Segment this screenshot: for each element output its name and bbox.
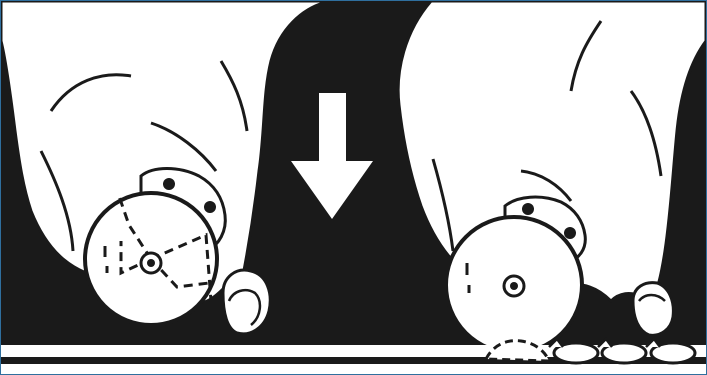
right-hand-icon xyxy=(396,1,706,304)
crushed-beads-icon xyxy=(483,337,697,365)
right-thumb-icon xyxy=(631,281,675,337)
left-thumb-icon xyxy=(221,268,272,336)
down-arrow-icon xyxy=(291,93,373,219)
left-ball-icon xyxy=(83,191,219,327)
right-ball-icon xyxy=(444,215,584,355)
